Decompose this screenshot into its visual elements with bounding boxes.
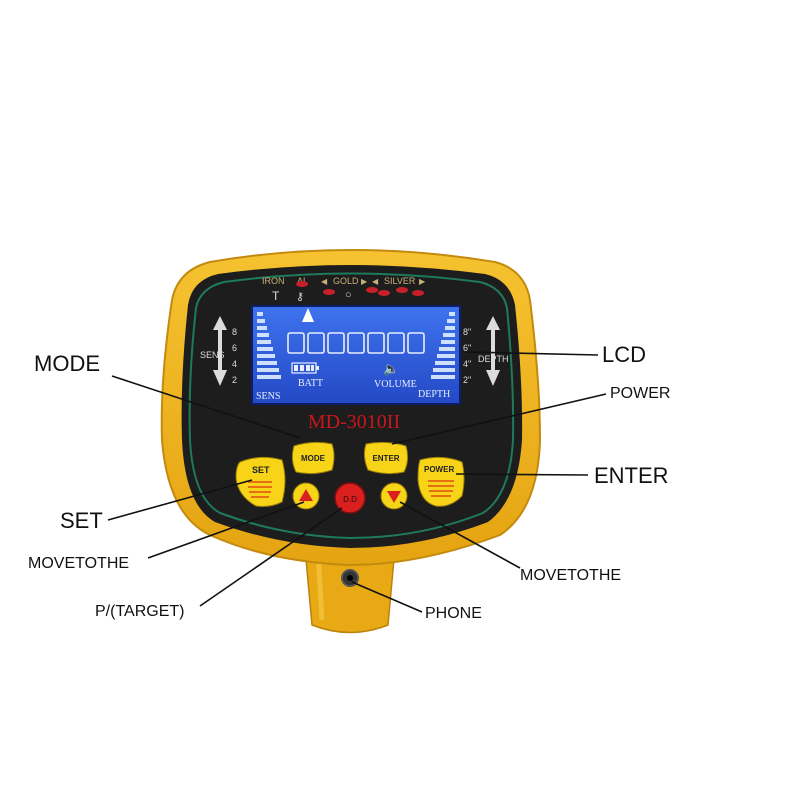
lcd-volume-label: VOLUME <box>374 379 417 390</box>
lcd-batt-label: BATT <box>298 378 323 389</box>
move-left-button[interactable] <box>292 482 320 510</box>
category-gold: GOLD <box>333 276 359 286</box>
leader-mode <box>111 375 301 439</box>
callout-move-left: MOVETOTHE <box>28 555 130 572</box>
leader-set <box>107 479 253 521</box>
sens-label: SENS <box>200 350 225 360</box>
set-button[interactable]: SET <box>235 456 286 507</box>
pinpoint-button-label: D.D <box>343 495 357 504</box>
power-button-stripes <box>428 480 454 497</box>
set-button-stripes <box>248 481 272 498</box>
depth-label: DEPTH <box>478 354 509 364</box>
move-right-button[interactable] <box>380 482 408 510</box>
sens-scale: SENS 8 6 4 2 <box>200 316 237 386</box>
svg-text:◀: ◀ <box>321 277 328 286</box>
leader-enter <box>455 473 589 476</box>
callout-set: SET <box>60 508 103 533</box>
sens-down-arrow-icon <box>213 370 227 386</box>
lcd-screen: 🔈 SENS BATT VOLUME DEPTH <box>251 305 461 405</box>
model-name: MD-3010II <box>308 411 400 433</box>
mode-button-label: MODE <box>301 454 326 463</box>
key-icon: ⚷ <box>296 291 304 303</box>
enter-button-label: ENTER <box>372 454 399 463</box>
category-silver: SILVER <box>384 276 416 286</box>
set-button-label: SET <box>252 465 270 475</box>
callout-power: POWER <box>610 385 671 402</box>
speaker-icon: 🔈 <box>383 361 399 377</box>
svg-text:4: 4 <box>232 359 237 369</box>
lcd-depth-label: DEPTH <box>418 389 450 400</box>
depth-up-arrow-icon <box>486 316 500 330</box>
callout-enter: ENTER <box>594 463 669 488</box>
leader-power <box>391 393 607 445</box>
callout-mode: MODE <box>34 351 100 376</box>
sens-up-arrow-icon <box>213 316 227 330</box>
sens-bar-graph <box>257 312 281 379</box>
pinpoint-button[interactable]: D.D <box>334 482 366 514</box>
ring-icon: ○ <box>345 289 352 301</box>
depth-bar-graph <box>431 312 455 379</box>
callout-target: P/(TARGET) <box>95 603 185 620</box>
svg-text:2": 2" <box>463 375 471 385</box>
depth-down-arrow-icon <box>486 370 500 386</box>
svg-text:2: 2 <box>232 375 237 385</box>
panel-inner-line <box>188 272 515 540</box>
svg-text:6: 6 <box>232 343 237 353</box>
enter-button[interactable]: ENTER <box>363 441 409 475</box>
target-segment-boxes <box>287 332 425 354</box>
category-al: AL <box>297 276 308 286</box>
leader-lcd <box>465 351 599 356</box>
nail-icon: T <box>272 289 280 303</box>
down-arrow-icon <box>387 491 401 503</box>
mode-button[interactable]: MODE <box>291 441 335 475</box>
leader-phone <box>351 581 423 613</box>
svg-text:▶: ▶ <box>419 277 426 286</box>
callout-lcd: LCD <box>602 342 647 367</box>
target-pointer-icon <box>302 308 314 322</box>
leader-target <box>199 507 343 607</box>
power-button-label: POWER <box>424 465 454 474</box>
handle-stem <box>304 547 396 634</box>
target-icons: T ⚷ ○ <box>272 289 352 303</box>
callout-move-right: MOVETOTHE <box>520 567 622 584</box>
svg-text:8: 8 <box>232 327 237 337</box>
target-dots <box>296 281 424 296</box>
svg-text:8": 8" <box>463 327 471 337</box>
svg-text:6": 6" <box>463 343 471 353</box>
category-iron: IRON <box>262 276 285 286</box>
leader-move-right <box>399 501 521 569</box>
lcd-sens-label: SENS <box>256 391 280 402</box>
leader-move-left <box>147 501 305 559</box>
depth-scale: DEPTH 8" 6" 4" 2" <box>463 316 509 386</box>
svg-text:4": 4" <box>463 359 471 369</box>
callout-phone: PHONE <box>425 605 482 622</box>
callout-leader-lines <box>107 351 607 613</box>
svg-text:▶: ▶ <box>361 277 368 286</box>
up-arrow-icon <box>299 489 313 501</box>
battery-icon <box>291 362 319 374</box>
target-category-row: IRON AL ◀ GOLD ▶ ◀ SILVER ▶ <box>262 276 426 286</box>
svg-text:◀: ◀ <box>372 277 379 286</box>
power-button[interactable]: POWER <box>417 456 465 507</box>
